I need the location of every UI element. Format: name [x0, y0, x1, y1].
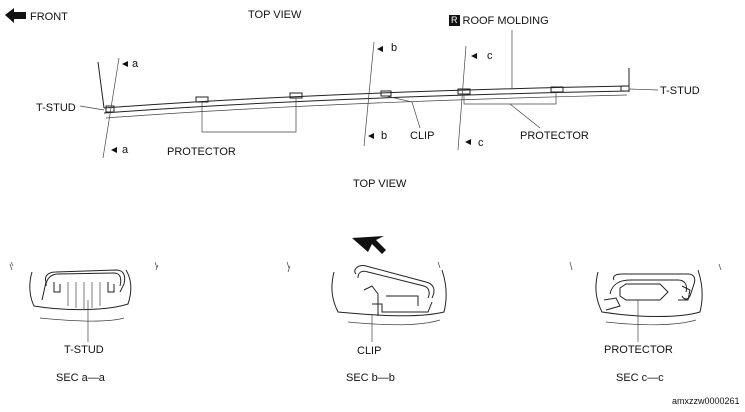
front-arrow-icon: [5, 8, 26, 23]
section-c-bottom-letter: c: [478, 137, 484, 149]
protector-left-leader: [201, 98, 297, 133]
section-a-title: SEC a—a: [56, 372, 105, 384]
section-line-c: [457, 45, 477, 151]
section-b-bottom-letter: b: [381, 130, 388, 142]
section-a-part-label: T-STUD: [64, 344, 104, 356]
section-c-part-label: PROTECTOR: [604, 344, 673, 356]
tstud-left-label: T-STUD: [36, 102, 76, 114]
protector-right-label: PROTECTOR: [520, 130, 589, 142]
figure-id: amxzzw0000261: [672, 396, 740, 406]
section-b-title: SEC b—b: [346, 372, 395, 384]
section-a-top-letter: a: [132, 58, 139, 70]
section-b-top-letter: b: [391, 42, 398, 54]
section-line-a: [102, 57, 128, 159]
clip-label: CLIP: [410, 130, 435, 142]
section-c-top-letter: c: [487, 50, 493, 62]
protector-marker-4: [550, 86, 564, 93]
section-b-part-label: CLIP: [357, 345, 382, 357]
tstud-right-leader: [628, 88, 659, 91]
roof-molding-shape: [103, 85, 630, 119]
protector-left-label: PROTECTOR: [167, 146, 236, 158]
front-label: FRONT: [30, 11, 68, 23]
section-b-drawing: [286, 236, 447, 342]
protector-right-leader-2: [509, 103, 541, 129]
roof-molding-label: ROOF MOLDING: [462, 15, 549, 27]
tstud-marker-left: [105, 105, 115, 113]
section-a-bottom-letter: a: [122, 144, 129, 156]
section-c-title: SEC c—c: [616, 372, 664, 384]
tstud-marker-right: [620, 85, 630, 92]
top-view-label-2: TOP VIEW: [353, 178, 407, 190]
section-a-drawing: [9, 261, 159, 342]
left-post-line: [97, 61, 105, 109]
tstud-left-leader: [79, 105, 105, 111]
tstud-right-label: T-STUD: [660, 85, 700, 97]
section-c-drawing: [569, 261, 722, 342]
roof-molding-badge: R: [449, 15, 460, 26]
section-line-b: [363, 41, 383, 147]
clip-leader: [385, 95, 421, 129]
top-view-label: TOP VIEW: [248, 9, 302, 21]
clip-marker: [380, 90, 392, 97]
push-arrow-icon: [352, 236, 386, 254]
